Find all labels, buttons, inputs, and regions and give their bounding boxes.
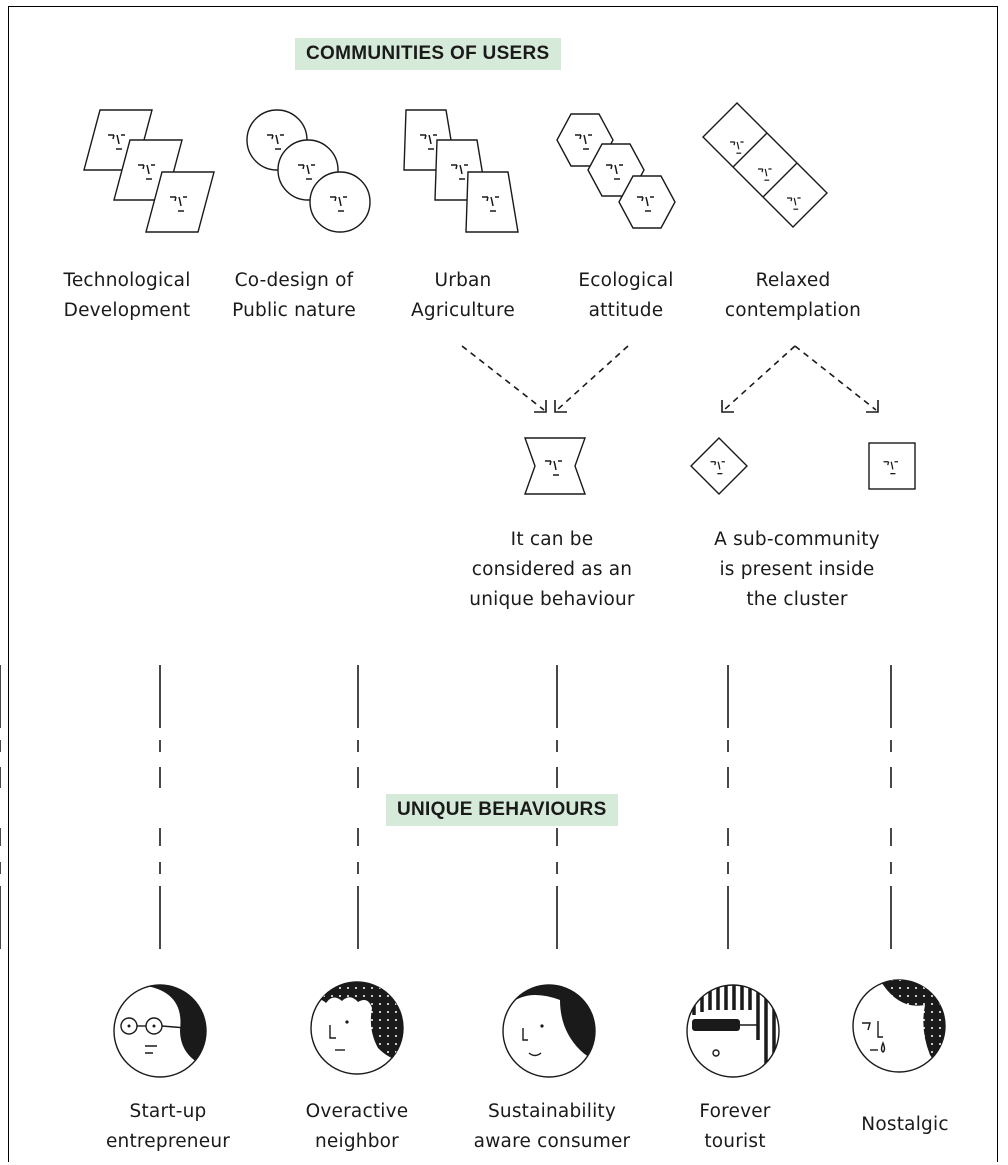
community-label-urban-agriculture: Urban Agriculture — [411, 270, 515, 321]
diamond-face-icon — [690, 437, 748, 495]
tearful-person-icon — [852, 979, 946, 1073]
behaviour-label-forever-tourist: Forever tourist — [699, 1101, 771, 1152]
community-label-ecological-attitude: Ecological attitude — [578, 270, 674, 321]
curly-hair-person-icon — [310, 981, 404, 1075]
sunglasses-person-icon — [686, 984, 780, 1078]
trapezoid-faces-icon — [403, 109, 519, 233]
note-unique-behaviour: It can be considered as an unique behavi… — [469, 529, 635, 610]
hexagon-faces-icon — [556, 113, 676, 229]
hourglass-face-icon — [524, 437, 586, 495]
community-label-co-design: Co-design of Public nature — [232, 270, 356, 321]
community-label-technological-development: Technological Development — [63, 270, 191, 321]
note-sub-community: A sub-community is present inside the cl… — [714, 529, 880, 610]
merge-arrows — [461, 345, 877, 411]
unique-behaviours-heading: UNIQUE BEHAVIOURS — [386, 794, 618, 826]
behaviour-label-startup-entrepreneur: Start-up entrepreneur — [105, 1101, 231, 1152]
behaviour-label-sustainability-consumer: Sustainability aware consumer — [473, 1101, 631, 1152]
communities-heading: COMMUNITIES OF USERS — [295, 38, 561, 70]
glasses-person-icon — [113, 984, 207, 1078]
square-face-icon — [868, 442, 916, 490]
community-label-relaxed-contemplation: Relaxed contemplation — [724, 270, 862, 321]
behaviour-label-nostalgic: Nostalgic — [861, 1114, 949, 1135]
arrow-heads — [534, 400, 879, 413]
diamond-chain-faces-icon — [702, 102, 828, 228]
bob-hair-person-icon — [502, 984, 596, 1078]
diagram-frame — [8, 6, 998, 1162]
parallelogram-faces-icon — [83, 109, 215, 233]
behaviour-label-overactive-neighbor: Overactive neighbor — [305, 1101, 409, 1152]
circle-faces-icon — [246, 109, 371, 233]
